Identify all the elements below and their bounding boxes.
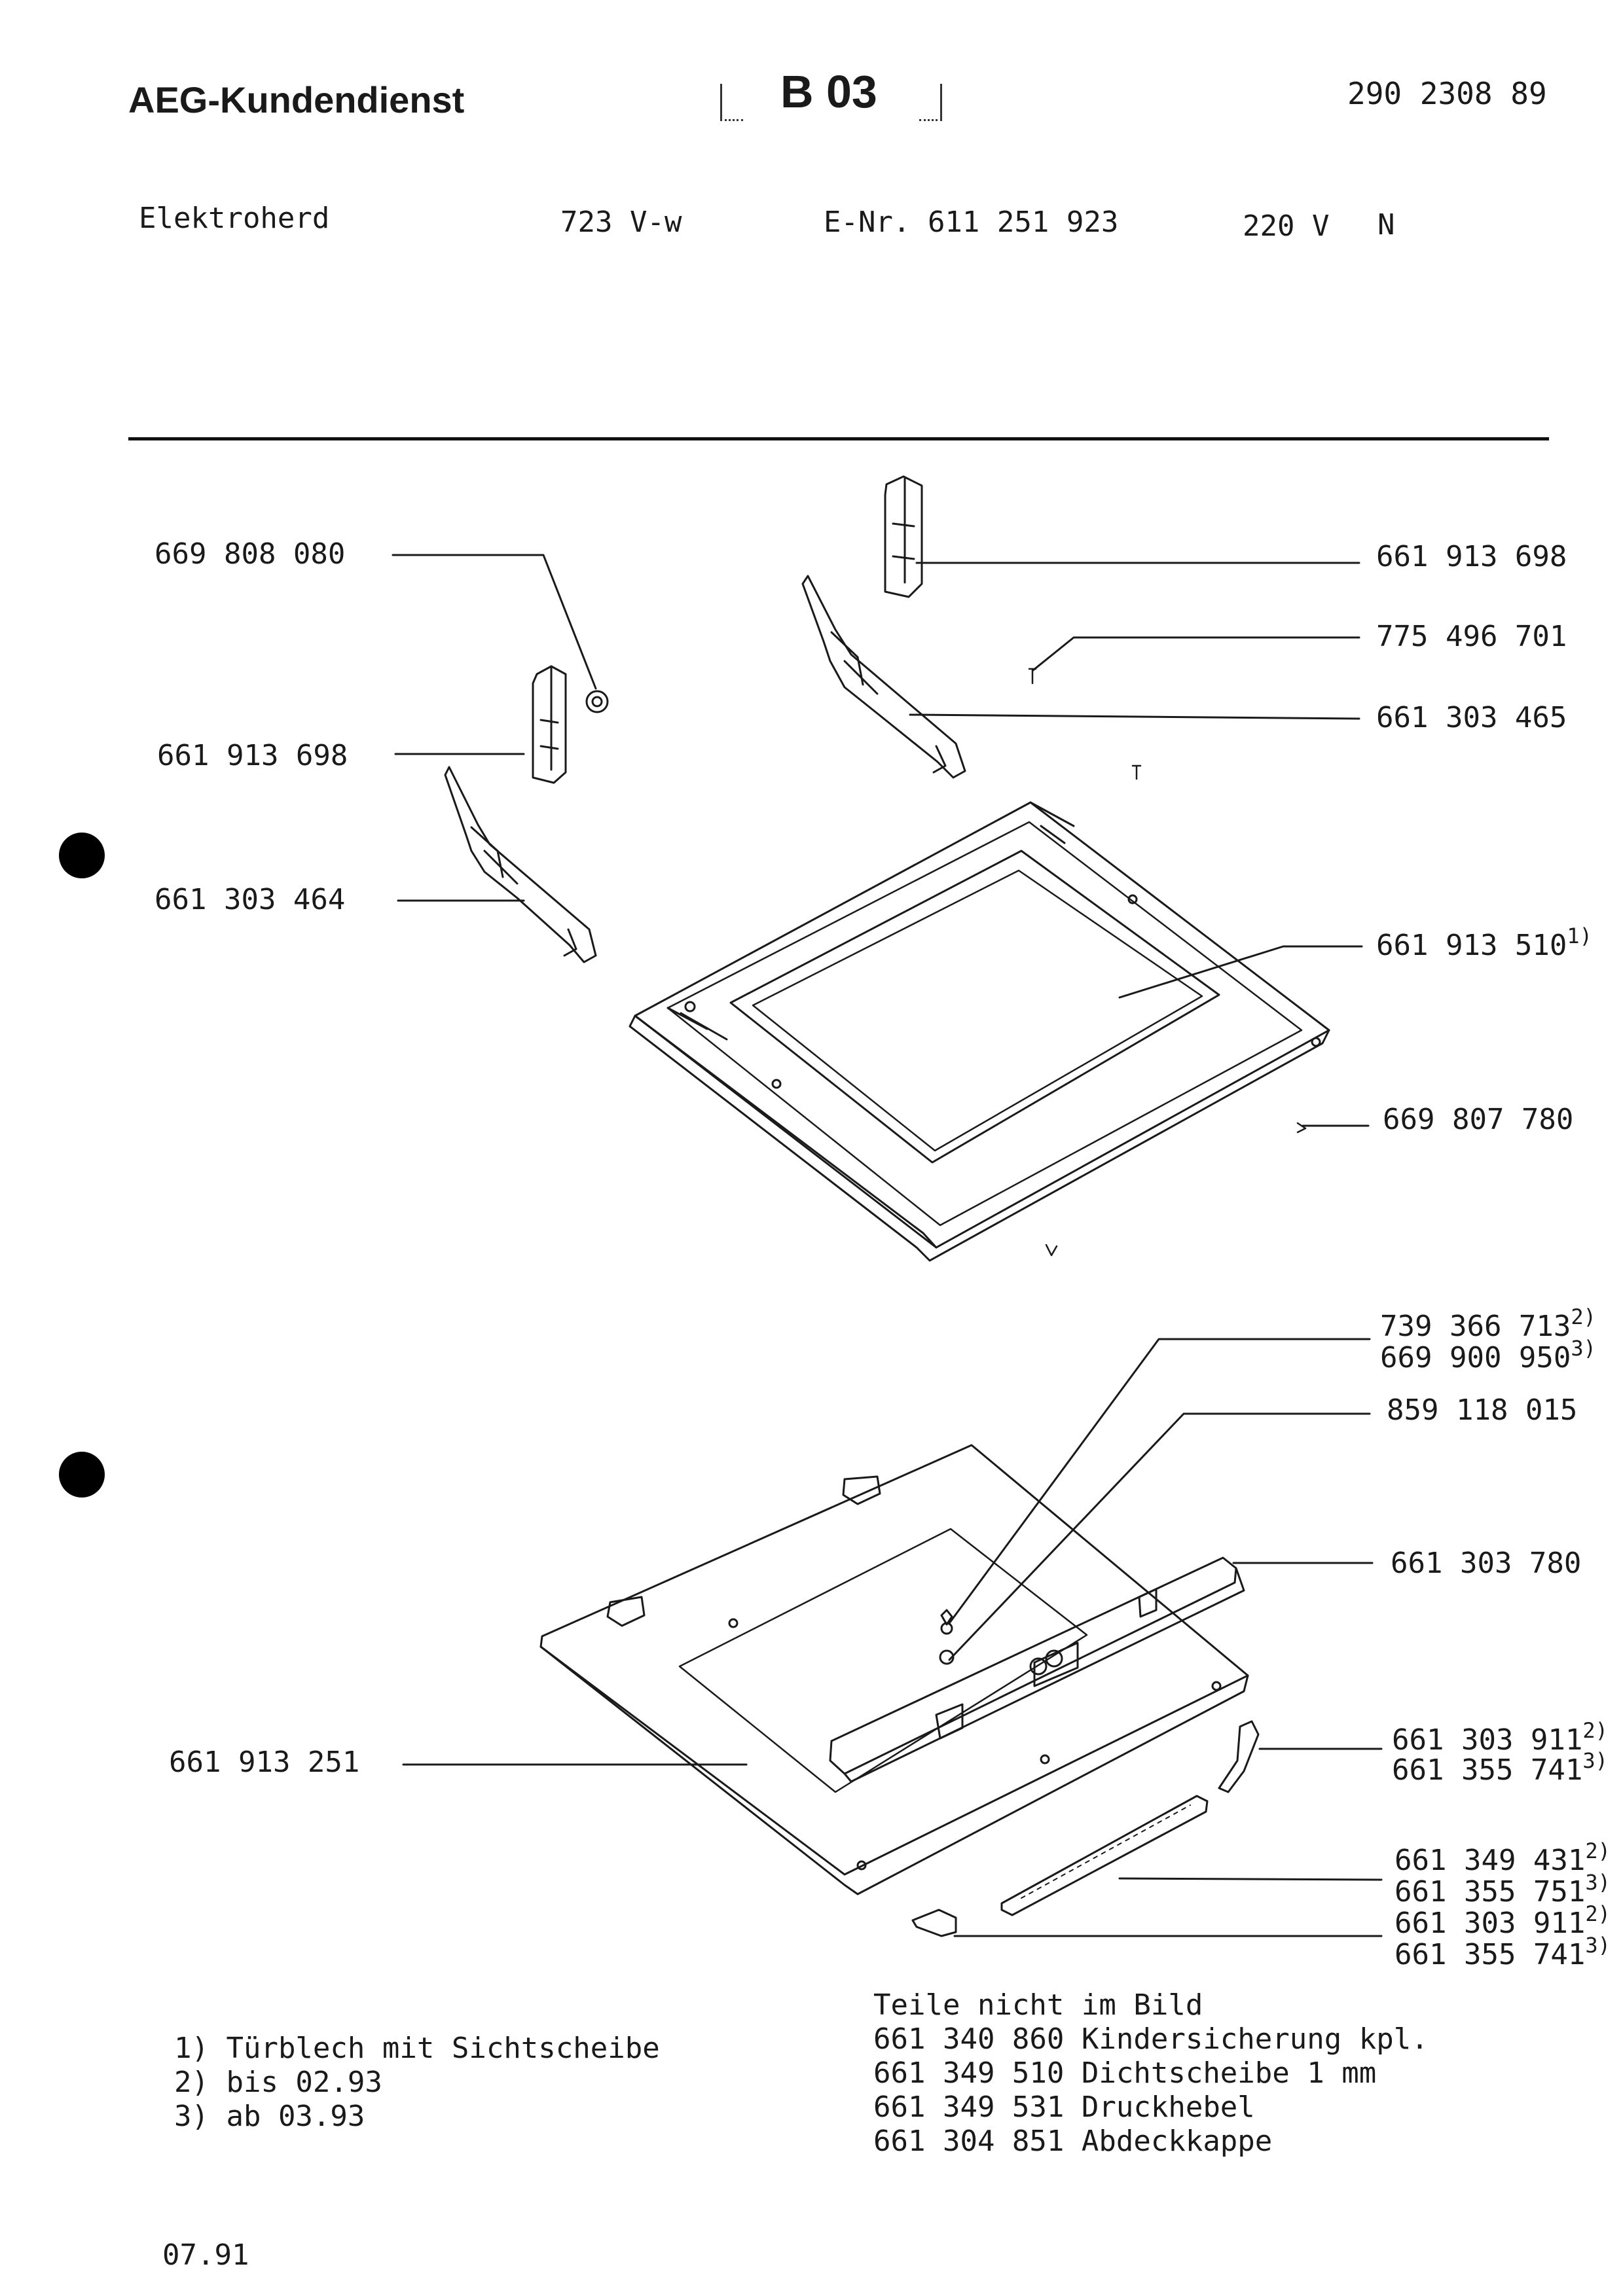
parts-not-shown-item: 661 340 860 Kindersicherung kpl. xyxy=(873,2022,1429,2056)
part-number-label: 669 807 780 xyxy=(1383,1103,1574,1136)
end-cap xyxy=(911,1909,957,1937)
hinge-guide-left xyxy=(532,665,567,784)
part-number-label: 775 496 701 xyxy=(1376,620,1567,653)
hinge-lever-left xyxy=(444,766,597,963)
company-name: AEG-Kundendienst xyxy=(128,79,465,120)
punch-hole-dot xyxy=(59,833,105,878)
part-number-label: 669 900 9503) xyxy=(1380,1336,1596,1374)
part-number-label: 669 808 080 xyxy=(155,537,346,571)
part-number-label: 661 355 7413) xyxy=(1395,1933,1611,1971)
header-rule xyxy=(128,437,1549,440)
part-number-label: 661 303 780 xyxy=(1391,1547,1582,1580)
part-number-label: 661 913 251 xyxy=(169,1746,360,1779)
parts-not-shown-title: Teile nicht im Bild xyxy=(873,1988,1203,2022)
part-number-label: 739 366 7132) xyxy=(1380,1304,1596,1343)
door-handle-bar xyxy=(829,1556,1245,1783)
part-number-label: 661 355 7413) xyxy=(1392,1748,1608,1787)
appliance-model: 723 V-w xyxy=(560,206,682,239)
appliance-enr: E-Nr. 611 251 923 xyxy=(824,206,1119,239)
part-number-label: 661 303 464 xyxy=(155,883,346,916)
parts-not-shown-item: 661 349 510 Dichtscheibe 1 mm xyxy=(873,2056,1377,2090)
hinge-guide-right xyxy=(884,475,923,598)
footnote: 1) Türblech mit Sichtscheibe xyxy=(174,2032,660,2065)
parts-not-shown: Teile nicht im Bild 661 340 860 Kindersi… xyxy=(873,1988,1429,2159)
parts-not-shown-item: 661 349 531 Druckhebel xyxy=(873,2090,1255,2124)
seal-strip xyxy=(1000,1795,1209,1916)
footnotes: 1) Türblech mit Sichtscheibe 2) bis 02.9… xyxy=(174,2032,660,2134)
child-lock-parts xyxy=(939,1609,955,1665)
part-number-label: 661 913 698 xyxy=(157,739,348,772)
document-number: 290 2308 89 xyxy=(1347,76,1547,111)
part-number-label: 661 303 9112) xyxy=(1392,1718,1608,1757)
part-number-label: 661 355 7513) xyxy=(1395,1870,1611,1909)
leader-lines-upper xyxy=(392,554,1370,1127)
screw-small xyxy=(1028,668,1307,1257)
document-date: 07.91 xyxy=(162,2238,249,2272)
parts-not-shown-item: 661 304 851 Abdeckkappe xyxy=(873,2125,1273,2158)
group-code: B 03 xyxy=(780,66,877,117)
door-sheet-with-window xyxy=(629,801,1330,1262)
part-number-label: 661 913 5101) xyxy=(1376,924,1592,962)
footnote: 2) bis 02.93 xyxy=(174,2066,382,2099)
door-outer-panel xyxy=(539,1444,1249,1895)
hinge-lever-right xyxy=(801,575,966,779)
punch-hole-dot xyxy=(59,1452,105,1498)
appliance-voltage: 220 V xyxy=(1243,209,1330,243)
part-number-label: 661 913 698 xyxy=(1376,540,1567,573)
appliance-variant: N xyxy=(1377,208,1395,242)
appliance-type: Elektroherd xyxy=(139,202,330,235)
group-code-bracket-right xyxy=(919,84,942,121)
hinge-cover xyxy=(1218,1720,1260,1793)
part-number-label: 661 349 4312) xyxy=(1395,1839,1611,1877)
part-number-label: 661 303 465 xyxy=(1376,701,1567,734)
group-code-bracket-left xyxy=(720,84,743,121)
hinge-bearing-small xyxy=(585,690,609,713)
footnote: 3) ab 03.93 xyxy=(174,2100,365,2133)
part-number-label: 661 303 9112) xyxy=(1395,1901,1611,1940)
part-number-label: 859 118 015 xyxy=(1387,1393,1578,1427)
leader-lines-lower xyxy=(402,1338,1383,1937)
